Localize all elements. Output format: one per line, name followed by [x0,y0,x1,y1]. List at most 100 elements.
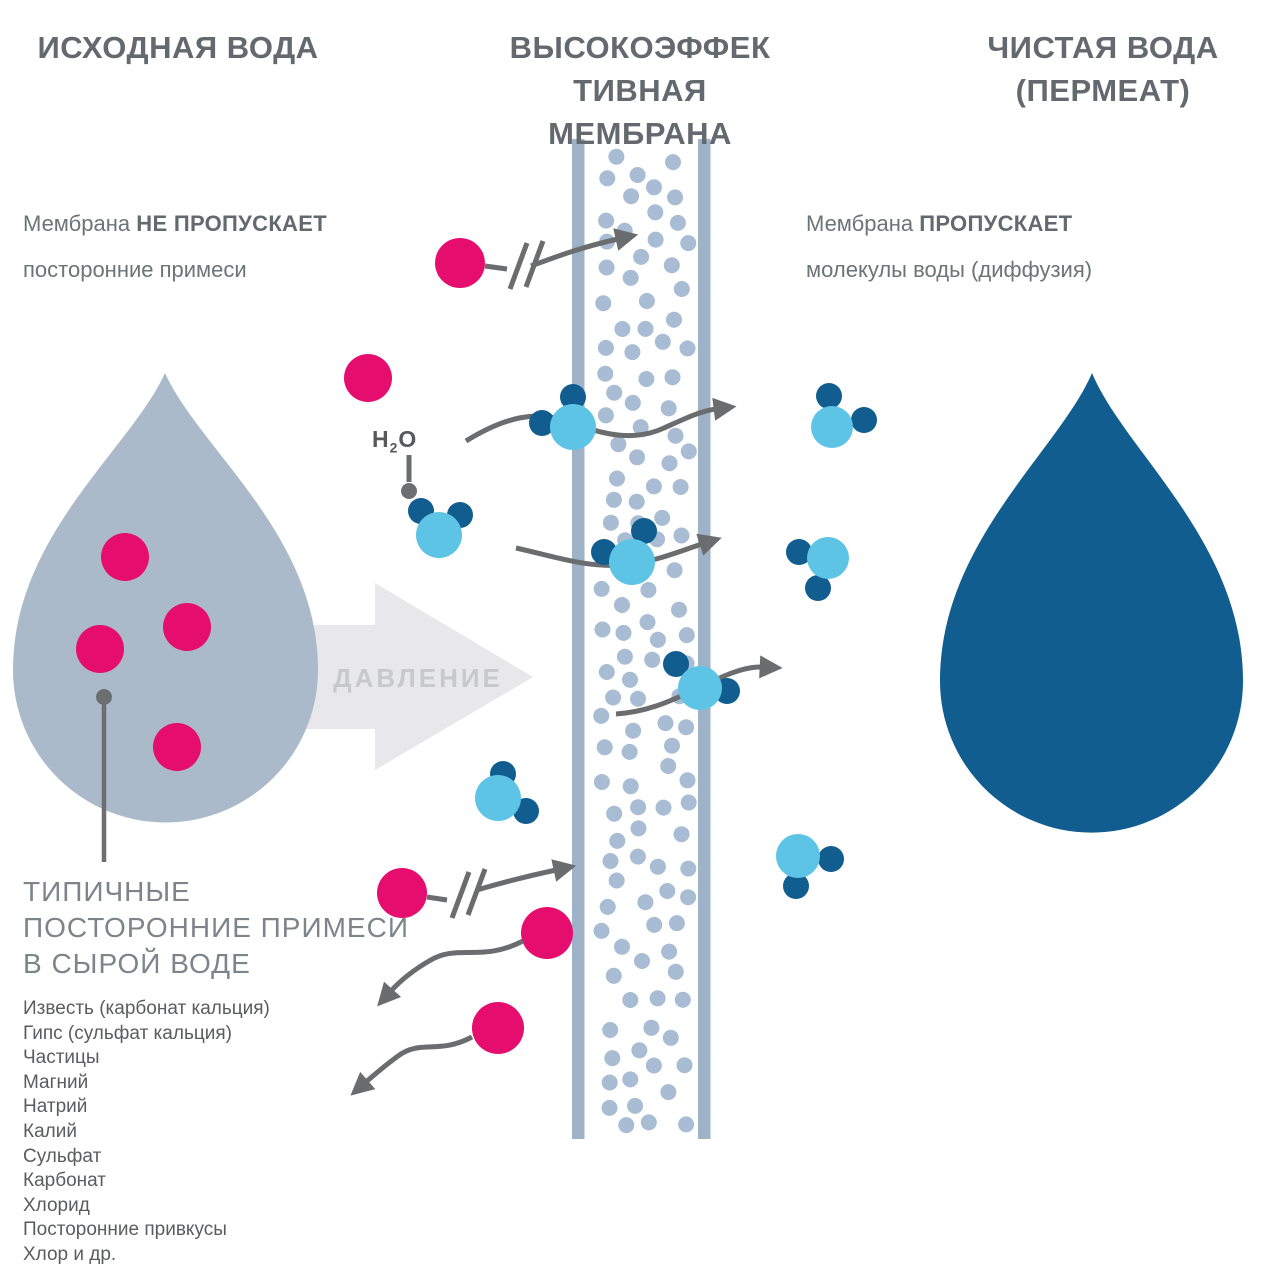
membrane-pore-dot [638,293,655,309]
membrane-left-wall [572,139,585,1139]
hydrogen-atom [560,384,586,410]
membrane-pore-dot [630,820,647,837]
note-bold: НЕ ПРОПУСКАЕТ [136,211,327,236]
membrane-pore-dot [660,400,677,417]
membrane-pore-dot [649,631,666,648]
source-water-title: ИСХОДНАЯ ВОДА [37,30,319,65]
membrane-pore-dot [634,953,650,969]
water-molecule [475,761,539,824]
hydrogen-atom [663,651,689,677]
membrane-pore-dot [678,627,695,644]
impurity-dot [472,1002,524,1054]
membrane-pore-dot [618,1117,635,1134]
hydrogen-atom [851,407,877,433]
membrane-pore-dot [640,1114,657,1131]
membrane-pore-dot [637,894,654,911]
membrane-pore-dot [597,407,614,424]
membrane-pore-dot [660,758,677,774]
membrane-pore-dot [639,614,656,631]
reject-arrow [377,938,525,1007]
membrane-pore-dot [597,339,614,356]
impurity-dot [377,868,427,918]
membrane-pore-dot [667,963,684,980]
membrane-pore-dot [673,281,690,297]
impurity-dot [101,533,149,581]
list-item: Калий [23,1120,77,1142]
note-bold: ПРОПУСКАЕТ [919,211,1073,236]
membrane-passes-note: Мембрана ПРОПУСКАЕТ молекулы воды (диффу… [806,211,1092,283]
membrane-pore-dot [647,231,664,248]
blocked-arrow [530,228,639,269]
impurity-dot [435,238,485,288]
hydrogen-atom [783,873,809,899]
membrane-pore-dot [593,707,610,724]
membrane-pore-dot [637,320,654,337]
membrane-pore-dot [673,527,690,544]
membrane-pore-dot [667,427,684,444]
water-molecule [529,384,596,450]
membrane-pore-dot [645,1057,662,1074]
list-item: ВЫСОКОЭФФЕК [509,30,771,65]
membrane-pore-dot [654,333,671,350]
membrane-pore-dot [602,514,619,531]
list-item: (ПЕРМЕАТ) [1015,73,1191,108]
membrane-pore-dot [593,774,610,790]
membrane-pore-dot [622,778,639,795]
impurity-dot [344,354,392,402]
membrane-pore-dot [646,916,663,933]
membrane-pore-dot [614,321,631,337]
membrane-pore-dot [630,799,647,816]
membrane-pore-dot [680,794,697,811]
membrane-pore-dot [601,1074,618,1091]
membrane-pore-dot [601,1099,618,1116]
pressure-arrow [288,583,533,770]
impurity-dot [153,723,201,771]
list-item: Сульфат [23,1145,102,1167]
membrane-pore-dot [621,743,638,760]
membrane-pore-dot [597,365,614,382]
membrane-pore-dot [661,455,678,472]
membrane-pore-dot [595,295,612,312]
list-item: Карбонат [23,1170,106,1192]
membrane-pore-dot [665,154,681,171]
membrane-pore-dot [667,189,684,206]
membrane-pore-dot [662,1029,679,1046]
list-item: В СЫРОЙ ВОДЕ [23,948,251,979]
water-molecule [786,537,849,601]
impurities-list: Известь (карбонат кальция)Гипс (сульфат … [23,997,270,1268]
membrane-pore-dot [633,248,650,265]
h2o-sub: 2 [389,439,399,456]
note-line: молекулы воды (диффузия) [806,257,1093,282]
membrane-pore-dot [623,188,640,205]
membrane-pore-dot [605,491,622,508]
membrane-pore-dot [622,1071,639,1088]
list-item: Известь (карбонат кальция) [23,998,270,1019]
membrane-pore-dot [622,992,639,1008]
oxygen-atom [678,666,722,710]
pointer-dot [96,689,112,705]
membrane-pore-dot [674,991,691,1008]
list-item: ТИПИЧНЫЕ [23,876,191,907]
membrane-pore-dot [602,853,619,869]
membrane-pore-dot [605,967,622,984]
raw-water-droplet [13,373,318,823]
membrane-pore-dot [609,470,625,487]
oxygen-atom [776,834,820,878]
h2o-label: H2O [372,426,417,456]
membrane-pore-dot [669,214,686,231]
note-line: Мембрана НЕ ПРОПУСКАЕТ [23,211,327,237]
hydrogen-atom [786,539,812,565]
list-item: ТИВНАЯ [573,73,707,108]
oxygen-atom [550,404,596,450]
membrane-pore-dot [631,1042,648,1059]
membrane-pore-dot [616,222,633,239]
membrane-pore-dot [593,922,610,939]
membrane-pore-dot [604,1050,621,1067]
membrane-pore-dots [593,148,697,1134]
membrane-pore-dot [646,179,662,196]
membrane-pore-dot [614,597,630,613]
blocked-arrow-stub [426,894,448,903]
water-molecule [408,498,473,558]
membrane-pore-dot [606,805,623,822]
